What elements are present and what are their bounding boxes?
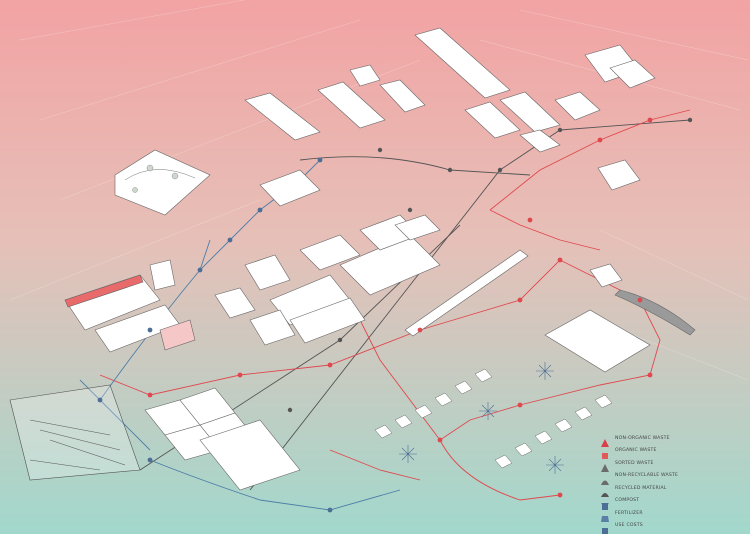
legend-item-non-recyclable-waste: NON-RECYCLABLE WASTE xyxy=(600,470,745,485)
row-houses xyxy=(374,368,613,469)
legend-label: COMPOST xyxy=(615,498,640,504)
legend-label: FERTILIZER xyxy=(615,510,643,516)
blue-bag-icon xyxy=(600,508,610,523)
legend-item-non-organic-waste: NON-ORGANIC WASTE xyxy=(600,432,745,448)
legend-item-use-costs: USE COSTS xyxy=(600,520,745,534)
recycle-route xyxy=(79,159,401,511)
legend-item-organic-waste: ORGANIC WASTE xyxy=(600,445,745,459)
legend-item-fertilizer: FERTILIZER xyxy=(600,507,745,523)
legend-label: NON-RECYCLABLE WASTE xyxy=(615,473,679,479)
legend-label: NON-ORGANIC WASTE xyxy=(615,435,670,441)
legend-item-sorted-waste: SORTED WASTE xyxy=(600,457,745,473)
elevated-platform xyxy=(404,249,529,337)
landfill-mound xyxy=(114,149,211,216)
legend-label: SORTED WASTE xyxy=(615,460,654,466)
distribution-hubs xyxy=(399,362,564,474)
route-pins-grey xyxy=(287,117,693,413)
route-pins-red xyxy=(147,117,653,498)
grey-triangle-pin-icon xyxy=(600,458,610,473)
route-pins-blue xyxy=(97,157,333,513)
legend-label: ORGANIC WASTE xyxy=(615,448,657,454)
red-square-pin-icon xyxy=(600,446,610,459)
legend-item-compost: COMPOST xyxy=(600,495,745,510)
dark-dome-pin-icon xyxy=(600,483,610,498)
legend-label: RECYCLED MATERIAL xyxy=(615,485,667,491)
legend: NON-ORGANIC WASTE ORGANIC WASTE SORTED W… xyxy=(600,432,745,534)
red-triangle-pin-icon xyxy=(600,433,610,448)
central-factory-complex xyxy=(214,214,441,346)
legend-label: USE COSTS xyxy=(615,523,643,529)
grey-dome-pin-icon xyxy=(600,471,610,485)
rail-yard-bottom-left xyxy=(9,384,141,481)
blue-bin-icon xyxy=(600,496,610,510)
industrial-buildings-top xyxy=(244,27,656,207)
right-side-features xyxy=(544,159,696,373)
blue-cube-icon xyxy=(600,521,610,534)
left-blocks xyxy=(64,259,196,353)
legend-item-recycled-material: RECYCLED MATERIAL xyxy=(600,482,745,498)
grid-plots xyxy=(144,387,301,491)
